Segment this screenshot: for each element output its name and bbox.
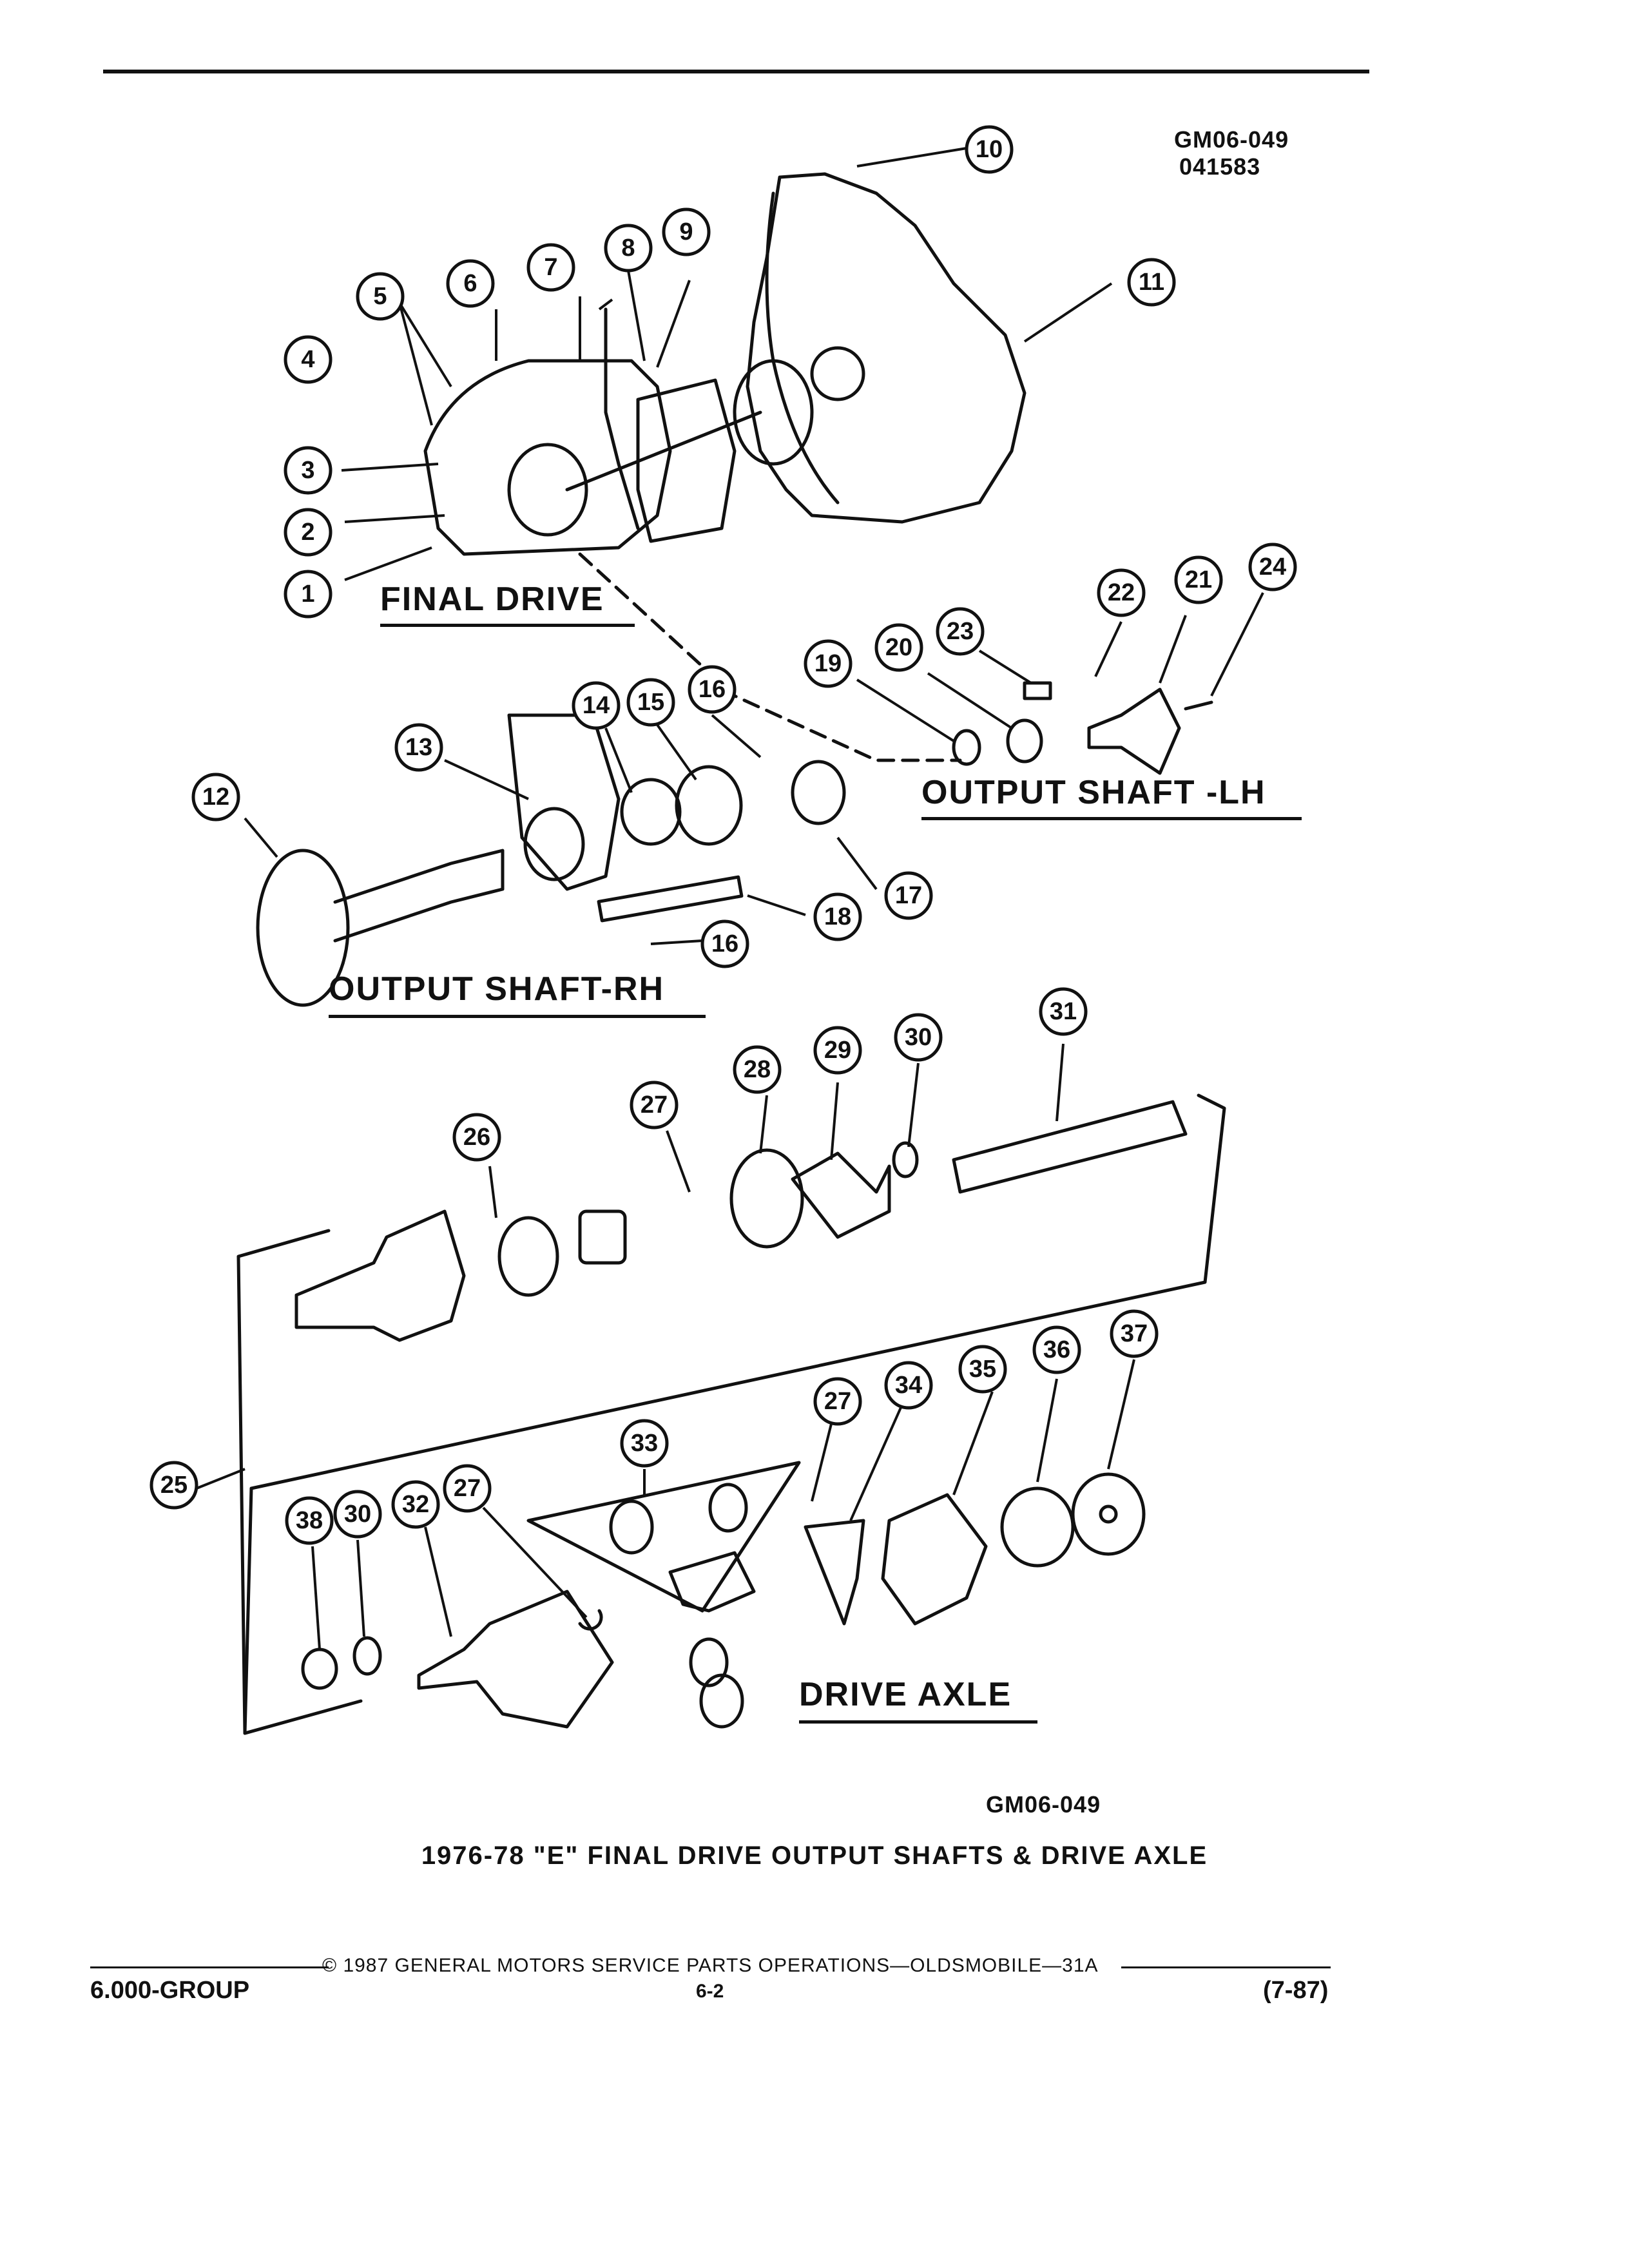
- rh-seal-ring: [523, 807, 585, 881]
- seal-34: [804, 1519, 865, 1626]
- callout-11: 11: [1139, 269, 1164, 296]
- outer-housing-32: [417, 1590, 614, 1729]
- spider-kit-33: [526, 1461, 801, 1613]
- joint-nut-38: [301, 1648, 338, 1690]
- callout-16: 16: [711, 930, 738, 957]
- snap-ring-27: [578, 1609, 603, 1631]
- tripot-housing-26: [294, 1209, 466, 1342]
- section-output-shaft-rh: OUTPUT SHAFT-RH: [329, 970, 665, 1008]
- callout-6: 6: [463, 270, 477, 297]
- top-rule: [103, 70, 1369, 73]
- section-final-drive: FINAL DRIVE: [380, 581, 604, 618]
- drive-axle-underline: [799, 1720, 1037, 1724]
- callout-29: 29: [824, 1037, 851, 1064]
- spider-26b: [497, 1216, 559, 1297]
- axle-shaft-31: [952, 1100, 1188, 1194]
- callout-20: 20: [885, 634, 912, 661]
- callout-37: 37: [1121, 1320, 1148, 1347]
- boot-29: [791, 1151, 891, 1239]
- callout-27: 27: [454, 1475, 481, 1502]
- vent-tube: [604, 307, 640, 530]
- callout-12: 12: [202, 783, 229, 811]
- footer-date: (7-87): [1263, 1977, 1329, 2004]
- housing-dome: [810, 346, 865, 401]
- rh-bracket-13: [507, 713, 621, 891]
- figure-caption: 1976-78 "E" FINAL DRIVE OUTPUT SHAFTS & …: [421, 1841, 1208, 1870]
- callout-25: 25: [160, 1472, 188, 1499]
- callout-10: 10: [976, 136, 1003, 163]
- final-drive-underline: [380, 624, 635, 627]
- callout-30: 30: [344, 1501, 371, 1528]
- rh-flange-12: [256, 849, 350, 1007]
- callout-15: 15: [637, 689, 664, 716]
- header-code-sub: 041583: [1179, 153, 1261, 180]
- final-drive-cover: [423, 359, 672, 556]
- footer-copyright: © 1987 GENERAL MOTORS SERVICE PARTS OPER…: [322, 1955, 1099, 1976]
- callout-1: 1: [301, 581, 314, 608]
- housing-35: [881, 1493, 988, 1626]
- callout-16: 16: [699, 676, 726, 703]
- retaining-ring-28: [729, 1148, 804, 1249]
- lh-shaft-indicator: [578, 552, 962, 762]
- header-code: GM06-049: [1174, 126, 1289, 153]
- callout-26: 26: [463, 1124, 490, 1151]
- callout-24: 24: [1259, 553, 1286, 581]
- callout-28: 28: [744, 1056, 771, 1083]
- output-shaft-rh-underline: [329, 1015, 706, 1018]
- callout-17: 17: [895, 882, 922, 909]
- callout-35: 35: [969, 1356, 996, 1383]
- lh-bearing-19: [952, 729, 981, 766]
- callout-21: 21: [1185, 566, 1212, 593]
- cover-37: [1071, 1472, 1146, 1556]
- callout-9: 9: [679, 218, 693, 245]
- final-drive-bore: [507, 443, 588, 537]
- callout-38: 38: [296, 1507, 323, 1534]
- callout-3: 3: [301, 457, 314, 484]
- o-ring-36: [1000, 1486, 1075, 1568]
- race-26c: [578, 1209, 627, 1265]
- rh-bearing-17: [791, 760, 846, 825]
- callout-36: 36: [1043, 1336, 1070, 1363]
- transmission-case: [746, 172, 1027, 524]
- callout-18: 18: [824, 903, 851, 930]
- callout-8: 8: [621, 235, 635, 262]
- rh-bearing-14: [620, 778, 682, 846]
- callout-34: 34: [895, 1372, 922, 1399]
- callout-4: 4: [301, 346, 314, 373]
- footer-page-number: 6-2: [696, 1981, 724, 2002]
- callout-5: 5: [373, 283, 387, 310]
- gasket: [636, 378, 737, 543]
- rh-strap-18: [597, 875, 744, 923]
- callout-27: 27: [641, 1091, 668, 1119]
- callout-14: 14: [583, 692, 610, 719]
- rh-retainer-15: [675, 765, 743, 846]
- footer-rule-left: [90, 1966, 329, 1968]
- callout-19: 19: [815, 650, 842, 677]
- figure-code: GM06-049: [986, 1791, 1101, 1818]
- callout-2: 2: [301, 519, 314, 546]
- callout-32: 32: [402, 1491, 429, 1518]
- clamp-30b: [352, 1636, 382, 1676]
- callout-30: 30: [905, 1024, 932, 1051]
- footer-rule-right: [1121, 1966, 1331, 1968]
- section-drive-axle: DRIVE AXLE: [799, 1676, 1012, 1713]
- housing-bore: [733, 359, 814, 466]
- callout-31: 31: [1050, 998, 1077, 1025]
- callout-13: 13: [405, 734, 432, 761]
- callout-27: 27: [824, 1388, 851, 1415]
- callout-23: 23: [947, 618, 974, 645]
- lh-flange-21: [1087, 687, 1181, 775]
- callout-7: 7: [544, 254, 557, 281]
- rh-shaft: [333, 849, 505, 943]
- output-shaft-lh-underline: [921, 817, 1302, 820]
- section-output-shaft-lh: OUTPUT SHAFT -LH: [921, 774, 1266, 811]
- clamp-30: [892, 1141, 919, 1178]
- footer-group: 6.000-GROUP: [90, 1977, 250, 2004]
- callout-22: 22: [1108, 579, 1135, 606]
- callout-33: 33: [631, 1430, 658, 1457]
- drive-axle-bracket: [243, 1093, 1226, 1735]
- bell-housing-flange: [765, 191, 840, 505]
- lh-seal-20: [1006, 718, 1043, 764]
